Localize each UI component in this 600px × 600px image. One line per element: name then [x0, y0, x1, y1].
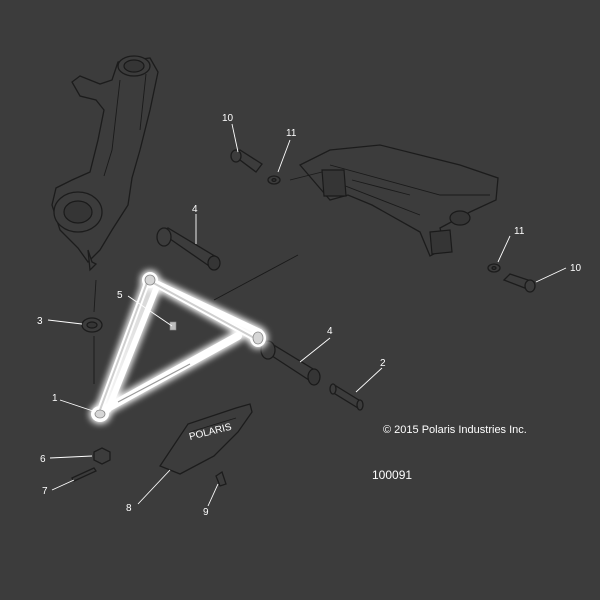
callout-6: 6	[40, 454, 46, 465]
bolt-top	[230, 149, 263, 173]
callout-3: 3	[37, 316, 43, 327]
screw	[215, 470, 227, 487]
callout-labels: 10 11 4 11 10 3 5 4 2 1 6 7 8 9	[37, 113, 582, 518]
callout-10-right: 10	[570, 263, 582, 274]
bushing-small	[81, 317, 103, 333]
castle-nut	[93, 447, 111, 465]
callout-leaders	[47, 123, 567, 507]
callout-1: 1	[52, 393, 58, 404]
frame-section	[289, 144, 499, 257]
callout-2: 2	[380, 358, 386, 369]
cotter-pin	[71, 467, 97, 482]
callout-8: 8	[126, 503, 132, 514]
callout-4-upper: 4	[192, 204, 198, 215]
bushing-right	[260, 340, 321, 386]
sleeve	[329, 383, 364, 411]
copyright-text: © 2015 Polaris Industries Inc.	[383, 424, 527, 436]
callout-11-right: 11	[514, 226, 525, 237]
steering-knuckle	[51, 55, 159, 272]
diagram-number: 100091	[372, 468, 412, 482]
assembly-lines	[93, 254, 299, 384]
bushing-upper	[156, 227, 221, 271]
callout-5: 5	[117, 290, 123, 301]
skid-guard: POLARIS	[159, 403, 253, 475]
callout-10-top: 10	[222, 113, 234, 124]
washer-top	[267, 175, 281, 185]
callout-11-top: 11	[286, 128, 297, 139]
callout-9: 9	[203, 507, 209, 518]
callout-4-right: 4	[327, 326, 333, 337]
a-arm-detail	[94, 274, 264, 419]
washer-right	[487, 263, 501, 273]
bolt-right	[502, 273, 536, 293]
callout-7: 7	[42, 486, 48, 497]
